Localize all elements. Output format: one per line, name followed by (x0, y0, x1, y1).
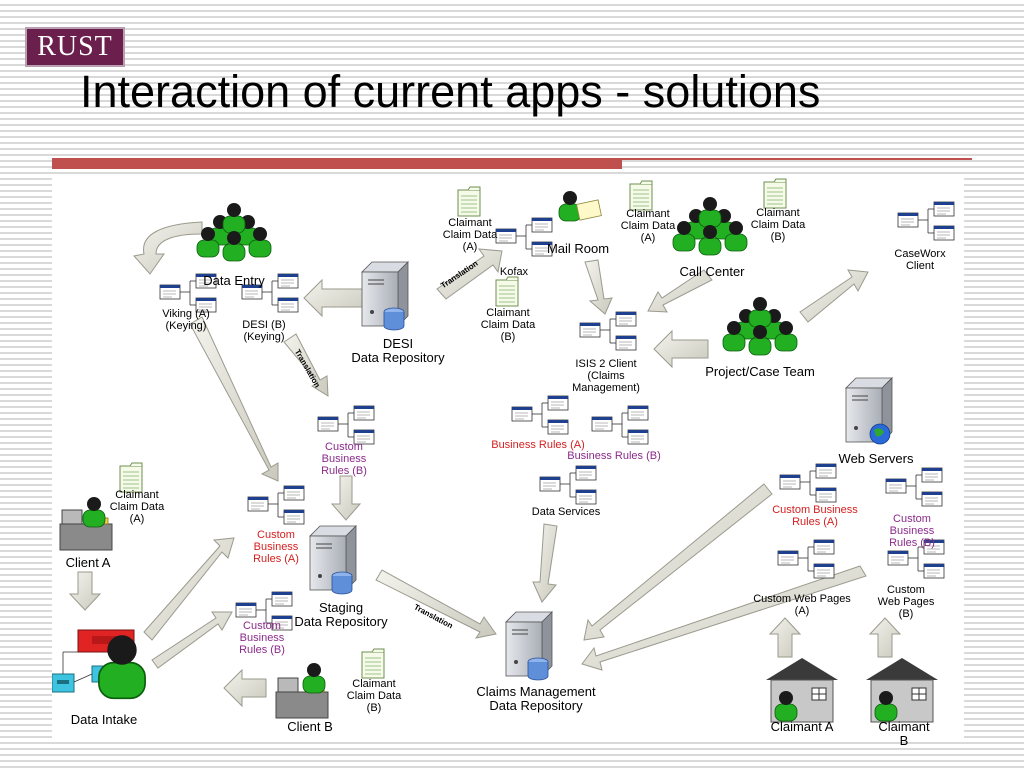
document-icon (629, 180, 653, 211)
staging-repository-label: Staging Data Repository (294, 600, 388, 629)
isis-label: ISIS 2 Client (Claims Management) (572, 358, 640, 394)
custom-rules-b-top-label: Custom Business Rules (B) (321, 441, 367, 477)
arrow-team-to-caseworx (799, 269, 869, 323)
slide-title: Interaction of current apps - solutions (80, 66, 821, 117)
documents (119, 178, 787, 679)
arrow-callcenter-to-isis (647, 269, 713, 313)
custom-rules-b-right-label: Custom Business Rules (B) (889, 513, 935, 549)
call-center-label: Call Center (679, 264, 745, 279)
arrow-mailroom-to-isis (584, 259, 613, 315)
claims-server-icon (505, 611, 553, 681)
staging-server-icon (309, 525, 357, 595)
project-team-group-icon (723, 297, 797, 355)
title-underline-bar (52, 158, 622, 169)
data-entry-group-icon (197, 203, 271, 261)
client-a-label: Client A (65, 555, 111, 570)
business-rules-b-label: Business Rules (B) (567, 450, 661, 462)
application-window-icons (160, 202, 954, 630)
app-windows-icon (318, 406, 374, 444)
claimant-data-a-label-2: Claimant Claim Data (A) (620, 208, 676, 244)
document-icon (495, 276, 519, 307)
data-services-label: Data Services (531, 506, 601, 518)
arrow-clienta-to-intake (68, 571, 102, 611)
client-a-desk (59, 496, 113, 551)
desi-repository-label: DESI Data Repository (351, 336, 445, 365)
arrow-clientb-to-intake (223, 668, 267, 708)
custom-rules-a-right-label: Custom Business Rules (A) (772, 504, 858, 528)
claimant-data-a-label-3: Claimant Claim Data (A) (109, 489, 165, 525)
flow-arrows (68, 221, 902, 708)
call-center-group-icon (673, 197, 747, 255)
arrow-dataservices-to-claims (532, 523, 558, 603)
desi-b-label: DESI (B) (Keying) (242, 319, 286, 343)
data-intake-label: Data Intake (70, 712, 138, 727)
arrow-intake-to-custom-a (143, 537, 235, 641)
app-windows-icon (512, 396, 568, 434)
web-servers-label: Web Servers (838, 451, 914, 466)
app-windows-icon (778, 540, 834, 578)
arrow-house-a-up (768, 617, 802, 658)
arrow-custom-to-staging (330, 475, 362, 521)
arrow-translation-desi-to-custom (283, 333, 329, 397)
claimant-a-label: Claimant A (770, 719, 834, 734)
mail-room-figure (558, 190, 602, 222)
client-b-desk (275, 662, 329, 719)
claimant-b-label: Claimant B (878, 719, 930, 748)
client-b-label: Client B (287, 719, 333, 734)
claimant-data-b-label-1: Claimant Claim Data (B) (480, 307, 536, 343)
claimant-data-b-label-2: Claimant Claim Data (B) (750, 207, 806, 243)
app-windows-icon (780, 464, 836, 502)
arrow-desi-to-data-entry (303, 278, 367, 318)
arrow-web-to-claims-lower (581, 565, 867, 671)
kofax-label: Kofax (499, 266, 529, 278)
custom-web-b-label: Custom Web Pages (B) (877, 584, 935, 620)
servers (309, 261, 893, 681)
custom-rules-b-low-label: Custom Business Rules (B) (239, 620, 285, 656)
app-windows-icon (496, 218, 552, 256)
desi-server-icon (361, 261, 409, 331)
title-underline-thin (622, 158, 972, 160)
arrow-web-to-claims-upper (583, 483, 773, 641)
app-windows-icon (248, 486, 304, 524)
claimant-data-a-label-1: Claimant Claim Data (A) (442, 217, 498, 253)
arrow-house-b-up (868, 617, 902, 658)
arrow-data-entry-loop (133, 221, 203, 275)
document-icon (763, 178, 787, 209)
claimant-houses (766, 658, 938, 722)
document-icon (361, 648, 385, 679)
architecture-diagram: Translation Translation Translation Data… (52, 174, 964, 748)
caseworx-label: CaseWorx Client (894, 248, 946, 272)
arrow-team-to-isis (653, 329, 709, 369)
custom-rules-a-mid-label: Custom Business Rules (A) (253, 529, 299, 565)
data-intake-station (52, 629, 147, 700)
arrow-intake-to-custom-b (151, 611, 233, 669)
app-windows-icon (540, 466, 596, 504)
data-entry-label: Data Entry (203, 273, 265, 288)
arrow-desi-to-kofax (436, 248, 503, 300)
document-icon (119, 462, 143, 493)
claimant-a-house-icon (766, 658, 838, 722)
business-rules-a-label: Business Rules (A) (491, 439, 585, 451)
viking-label: Viking (A) (Keying) (162, 308, 210, 332)
claimant-data-b-label-3: Claimant Claim Data (B) (346, 678, 402, 714)
app-windows-icon (898, 202, 954, 240)
project-team-label: Project/Case Team (705, 364, 815, 379)
claims-repository-label: Claims Management Data Repository (476, 684, 596, 713)
arrow-translation-staging-to-claims (375, 569, 497, 639)
app-windows-icon (580, 312, 636, 350)
web-server-icon (845, 377, 893, 445)
claimant-b-house-icon (866, 658, 938, 722)
app-windows-icon (592, 406, 648, 444)
app-windows-icon (886, 468, 942, 506)
diagram-canvas (52, 178, 964, 740)
rust-logo: RUST (25, 27, 125, 67)
arrow-viking-to-staging (189, 316, 279, 482)
mail-room-label: Mail Room (546, 241, 610, 256)
custom-web-a-label: Custom Web Pages (A) (753, 593, 851, 617)
document-icon (457, 186, 481, 217)
